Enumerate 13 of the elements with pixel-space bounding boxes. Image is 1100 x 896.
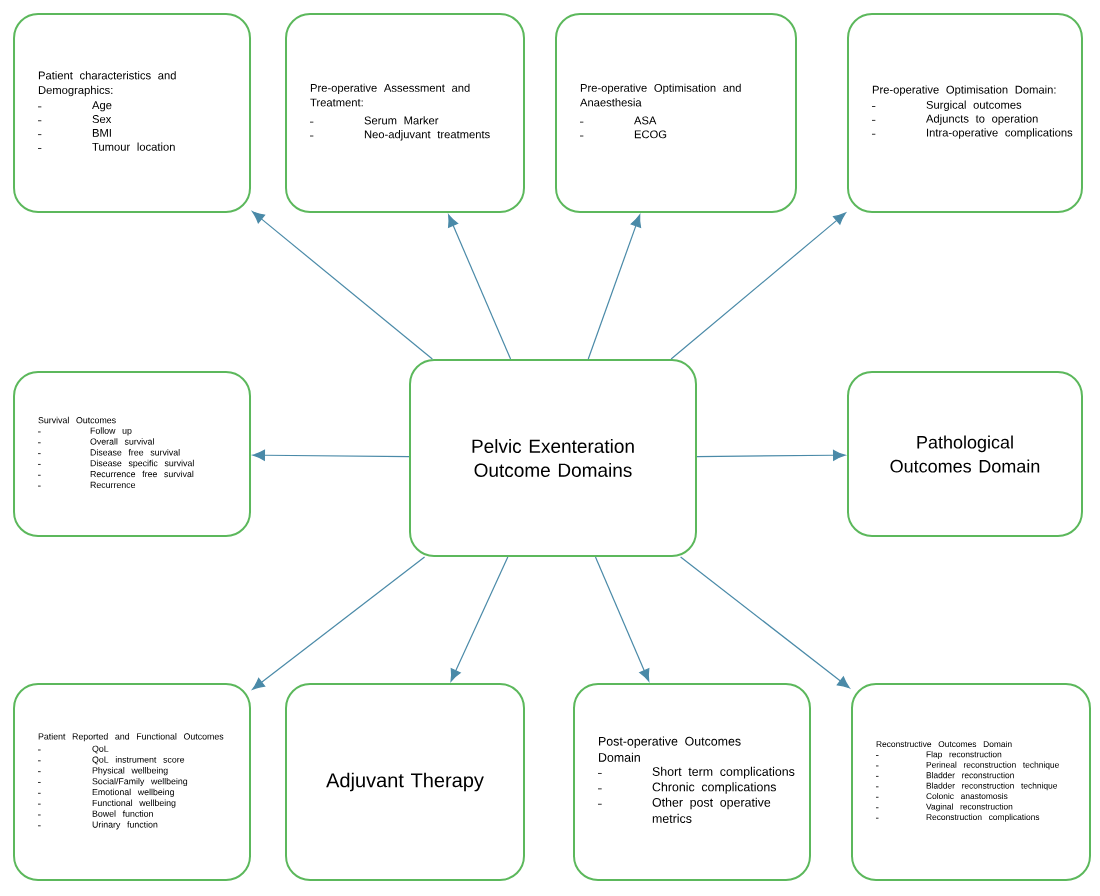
arrow <box>670 212 846 360</box>
arrow <box>696 449 846 461</box>
arrow <box>252 211 433 360</box>
arrow <box>252 449 410 461</box>
arrow <box>450 556 509 682</box>
domain-box: Pathological Outcomes Domain <box>847 371 1083 537</box>
arrow <box>587 214 642 360</box>
domain-box: Adjuvant Therapy <box>285 683 525 881</box>
arrow <box>594 556 650 682</box>
arrow <box>448 214 512 360</box>
domain-box: Pelvic Exenteration Outcome Domains <box>409 359 697 557</box>
arrow <box>252 556 426 690</box>
arrow <box>680 556 850 689</box>
